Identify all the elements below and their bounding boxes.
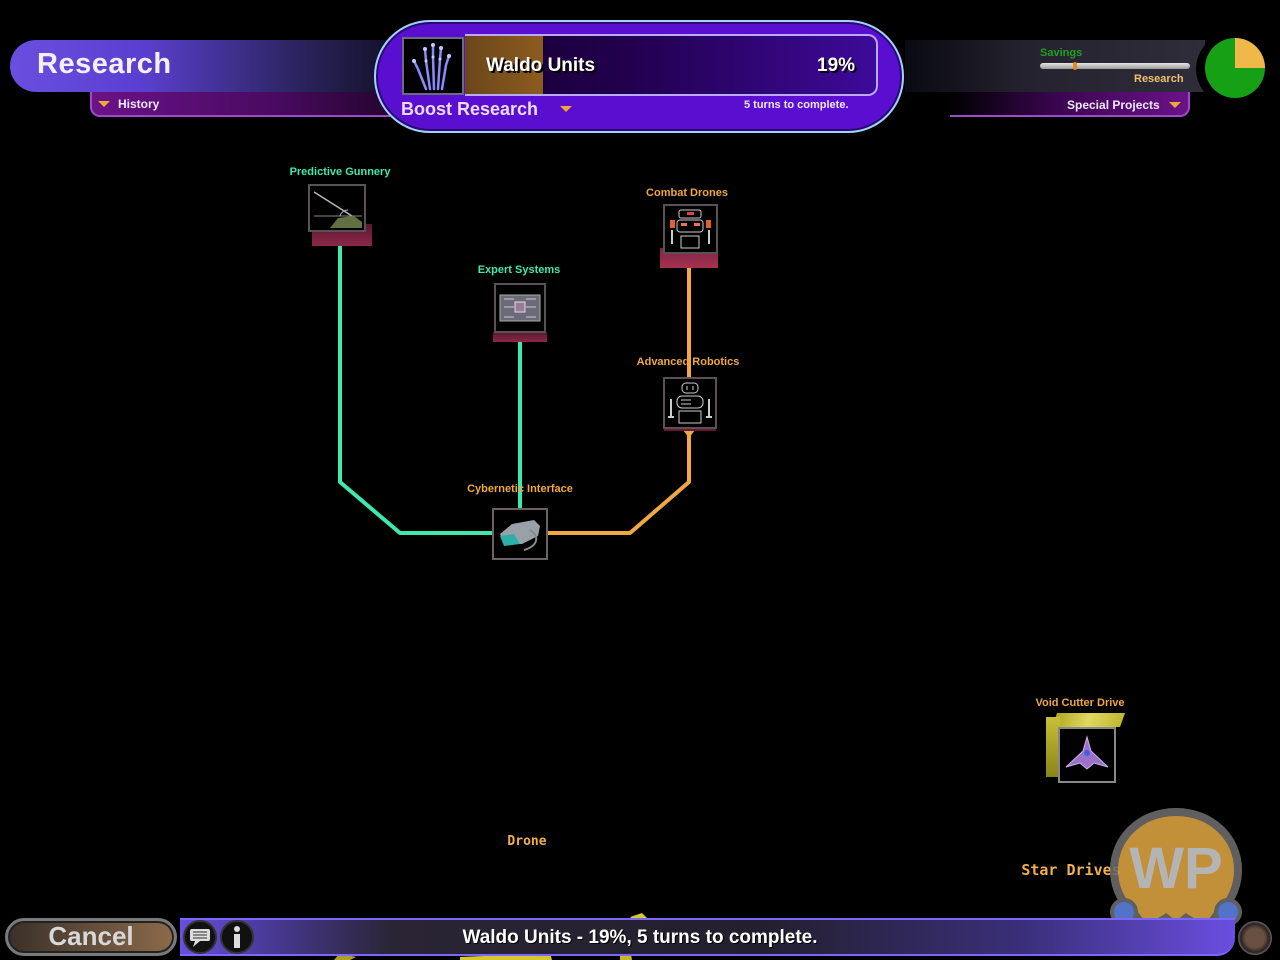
cancel-button[interactable]	[5, 918, 177, 956]
robot-hand-icon[interactable]	[402, 37, 464, 95]
tech-node-combat-drones[interactable]	[660, 204, 720, 270]
research-progress-bar	[465, 34, 878, 96]
status-text: Waldo Units - 19%, 5 turns to complete.	[462, 927, 818, 948]
tech-label-void-cutter-drive[interactable]: Void Cutter Drive	[1035, 697, 1125, 709]
artillery-icon	[308, 184, 366, 232]
boost-research-button[interactable]: Boost Research	[401, 99, 539, 119]
tech-node-predictive-gunnery[interactable]	[308, 184, 374, 250]
savings-label: Savings	[1040, 47, 1083, 59]
budget-pie-chart	[1205, 38, 1265, 98]
tech-node-expert-systems[interactable]	[493, 282, 549, 344]
savings-research-slider[interactable]	[1040, 63, 1190, 69]
current-project-percent: 19%	[817, 55, 856, 76]
end-turn-button[interactable]	[1238, 921, 1272, 955]
tech-label-advanced-robotics[interactable]: Advanced Robotics	[636, 356, 740, 368]
info-button[interactable]	[220, 920, 254, 954]
vr-headset-icon	[500, 520, 540, 551]
progress-fill	[465, 36, 544, 94]
slider-handle[interactable]	[1072, 62, 1077, 70]
chevron-down-icon	[1169, 102, 1181, 108]
category-label-star-drives: Star Drives	[1021, 861, 1121, 879]
tech-label-predictive-gunnery[interactable]: Predictive Gunnery	[289, 166, 391, 178]
connector-arrow	[683, 430, 695, 438]
page-title: Research	[37, 48, 172, 80]
history-label[interactable]: History	[118, 97, 160, 111]
current-project-name: Waldo Units	[486, 55, 596, 76]
microchip-icon	[494, 283, 546, 333]
link-advanced-robotics	[547, 433, 691, 535]
history-dropdown[interactable]	[90, 92, 390, 117]
svg-text:WP: WP	[1129, 836, 1222, 901]
chevron-down-icon	[98, 101, 110, 107]
tech-label-expert-systems[interactable]: Expert Systems	[477, 264, 561, 276]
category-label-drone: Drone	[507, 834, 547, 849]
status-bar	[180, 918, 1235, 956]
tech-node-void-cutter-drive[interactable]	[1046, 713, 1126, 785]
special-projects-label[interactable]: Special Projects	[1067, 98, 1160, 112]
chevron-down-icon	[560, 106, 572, 112]
special-projects-dropdown[interactable]	[950, 92, 1190, 117]
tech-node-advanced-robotics[interactable]	[662, 377, 718, 433]
chat-icon	[190, 929, 210, 947]
pie-research-slice	[1235, 38, 1265, 68]
chat-button[interactable]	[183, 920, 217, 954]
info-icon	[234, 926, 240, 948]
link-predictive-gunnery	[338, 245, 493, 535]
tech-node-cybernetic-interface[interactable]	[492, 508, 548, 560]
combat-robot-icon	[663, 204, 718, 254]
tech-label-combat-drones[interactable]: Combat Drones	[646, 187, 728, 199]
cancel-button-label[interactable]: Cancel	[48, 921, 134, 951]
title-bar	[10, 40, 390, 92]
starship-icon	[1058, 727, 1116, 783]
turns-to-complete: 5 turns to complete.	[744, 99, 849, 111]
tech-label-cybernetic-interface[interactable]: Cybernetic Interface	[467, 483, 573, 495]
robot-icon	[663, 377, 717, 429]
research-label: Research	[1134, 73, 1184, 85]
